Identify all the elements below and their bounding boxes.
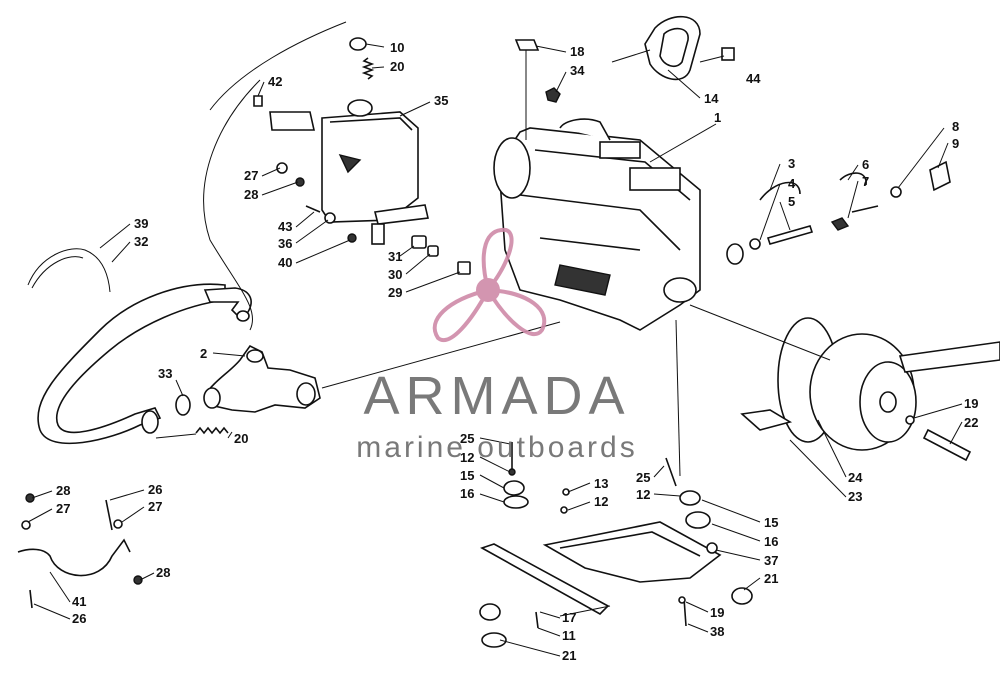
propeller-icon — [432, 227, 547, 342]
oil-cap — [349, 37, 367, 51]
callout-1: 1 — [714, 110, 721, 125]
callout-34: 34 — [570, 63, 585, 78]
callout-33: 33 — [158, 366, 172, 381]
callout-20-upper: 20 — [390, 59, 404, 74]
callout-8: 8 — [952, 119, 959, 134]
callout-38: 38 — [710, 624, 724, 639]
engine-block — [493, 118, 701, 331]
callout-27-left: 27 — [56, 501, 70, 516]
drive-clutch — [740, 317, 1000, 451]
exhaust-spring — [195, 426, 229, 435]
callout-27-tank: 27 — [244, 168, 258, 183]
callout-7: 7 — [862, 174, 869, 189]
callout-22: 22 — [964, 415, 978, 430]
callout-12-mid: 12 — [594, 494, 608, 509]
callout-29: 29 — [388, 285, 402, 300]
rubber-mounts — [479, 480, 753, 648]
callout-21-right: 21 — [764, 571, 778, 586]
watermark-brand: ARMADA — [363, 366, 630, 426]
watermark-tagline: marine outboards — [356, 431, 637, 464]
exhaust-manifold — [203, 344, 321, 413]
callout-5: 5 — [788, 194, 795, 209]
callout-28-tank: 28 — [244, 187, 258, 202]
recoil-cover — [644, 15, 735, 81]
callout-39: 39 — [134, 216, 148, 231]
callout-13: 13 — [594, 476, 608, 491]
callout-16-right: 16 — [764, 534, 778, 549]
callout-2: 2 — [200, 346, 207, 361]
callout-30: 30 — [388, 267, 402, 282]
callout-3: 3 — [788, 156, 795, 171]
callout-23: 23 — [848, 489, 862, 504]
watermark: ARMADA marine outboards — [356, 227, 637, 464]
clutch-bolt — [905, 415, 972, 462]
callout-14: 14 — [704, 91, 719, 106]
callout-28-mid: 28 — [156, 565, 170, 580]
callout-16-left: 16 — [460, 486, 474, 501]
exhaust-pipe — [37, 283, 252, 445]
callout-18: 18 — [570, 44, 584, 59]
cap-spring — [361, 57, 375, 80]
callout-20-lower: 20 — [234, 431, 248, 446]
callout-36: 36 — [278, 236, 292, 251]
gasket — [514, 39, 540, 51]
callout-4: 4 — [788, 176, 796, 191]
callout-25-left: 25 — [460, 431, 474, 446]
callout-26-mid: 26 — [148, 482, 162, 497]
callout-44: 44 — [746, 71, 761, 86]
callout-11: 11 — [562, 628, 576, 643]
callout-43: 43 — [278, 219, 292, 234]
callout-12-left: 12 — [460, 450, 474, 465]
oil-tank — [321, 99, 429, 245]
callout-19-clutch: 19 — [964, 396, 978, 411]
callout-37: 37 — [764, 553, 778, 568]
callout-31: 31 — [388, 249, 402, 264]
callout-15-left: 15 — [460, 468, 474, 483]
callout-labels: 1 2 3 4 5 6 7 8 9 10 11 12 12 12 13 14 1… — [56, 40, 978, 663]
callout-12-right: 12 — [636, 487, 650, 502]
callout-21-bottom: 21 — [562, 648, 576, 663]
callout-10: 10 — [390, 40, 404, 55]
fuel-line — [27, 248, 111, 293]
callout-19-bottom: 19 — [710, 605, 724, 620]
mount-hardware-right — [726, 160, 951, 265]
callout-25-right: 25 — [636, 470, 650, 485]
mount-bolts — [508, 442, 687, 629]
callout-41: 41 — [72, 594, 86, 609]
callout-27-mid: 27 — [148, 499, 162, 514]
callout-28-left: 28 — [56, 483, 70, 498]
exhaust-bracket — [17, 493, 143, 609]
callout-24: 24 — [848, 470, 863, 485]
callout-26-bottom: 26 — [72, 611, 86, 626]
callout-17: 17 — [562, 610, 576, 625]
fuel-fittings — [411, 235, 471, 275]
engine-plate — [542, 521, 722, 583]
clamp-clip — [545, 87, 561, 103]
callout-35: 35 — [434, 93, 448, 108]
leader-lines — [27, 21, 963, 657]
callout-9: 9 — [952, 136, 959, 151]
callout-40: 40 — [278, 255, 292, 270]
callout-32: 32 — [134, 234, 148, 249]
callout-15-right: 15 — [764, 515, 778, 530]
callout-6: 6 — [862, 157, 869, 172]
exhaust-seal — [175, 394, 191, 416]
callout-42: 42 — [268, 74, 282, 89]
